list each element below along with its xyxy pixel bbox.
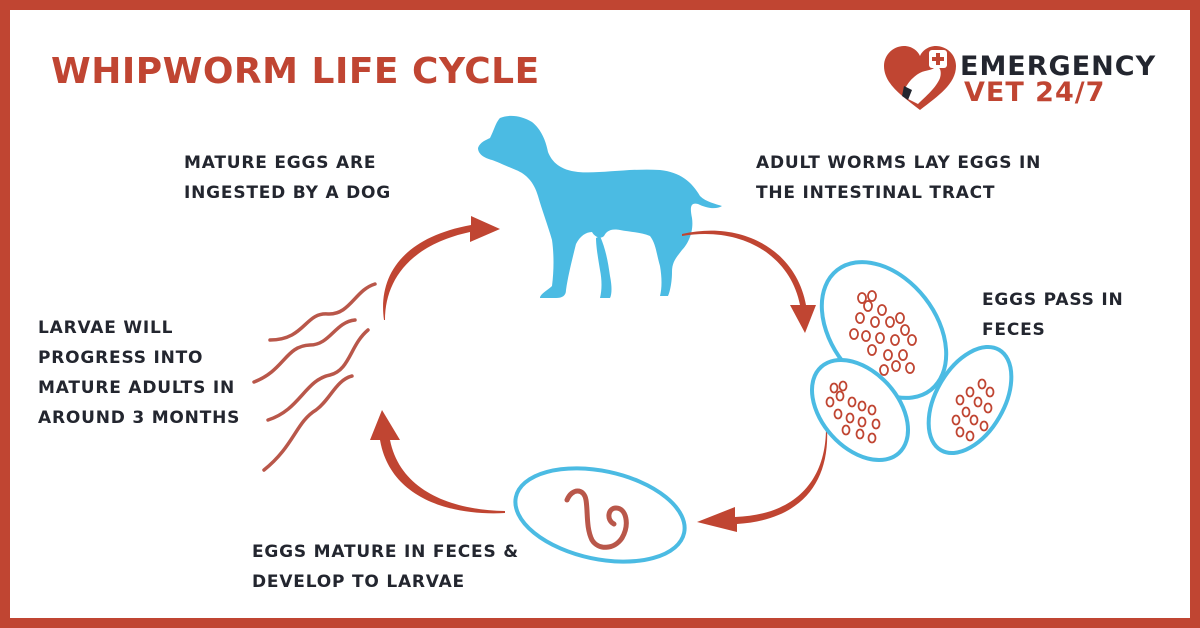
step-label-larvae: LARVAE WILL PROGRESS INTO MATURE ADULTS … — [38, 313, 240, 433]
step-line: EGGS PASS IN — [982, 290, 1124, 310]
egg-cluster-icon — [810, 260, 1014, 463]
page-title: WHIPWORM LIFE CYCLE — [51, 51, 540, 92]
step-label-lay: ADULT WORMS LAY EGGS IN THE INTESTINAL T… — [756, 148, 1041, 208]
step-line: AROUND 3 MONTHS — [38, 408, 241, 428]
step-label-pass: EGGS PASS IN FECES — [982, 285, 1124, 345]
cycle-arrow-icon — [370, 216, 828, 532]
dog-silhouette-icon — [478, 115, 722, 298]
step-line: FECES — [982, 320, 1046, 340]
logo-line-1: EMERGENCY — [960, 51, 1157, 82]
step-line: MATURE EGGS ARE — [184, 153, 377, 173]
step-line: PROGRESS INTO — [38, 348, 204, 368]
logo-line-2: VET 24/7 — [964, 77, 1106, 108]
step-label-mature: EGGS MATURE IN FECES & DEVELOP TO LARVAE — [252, 537, 519, 597]
step-line: MATURE ADULTS IN — [38, 378, 235, 398]
step-line: DEVELOP TO LARVAE — [252, 572, 465, 592]
step-line: LARVAE WILL — [38, 318, 174, 338]
larvae-worms-icon — [252, 282, 377, 472]
larva-in-egg-icon — [513, 466, 687, 564]
step-line: ADULT WORMS LAY EGGS IN — [756, 153, 1042, 173]
step-line: INGESTED BY A DOG — [184, 183, 392, 203]
step-line: EGGS MATURE IN FECES & — [252, 542, 519, 562]
brand-logo: EMERGENCY VET 24/7 — [882, 44, 1155, 114]
heart-dog-cross-icon — [884, 46, 956, 110]
step-label-ingest: MATURE EGGS ARE INGESTED BY A DOG — [184, 148, 391, 208]
step-line: THE INTESTINAL TRACT — [756, 183, 996, 203]
